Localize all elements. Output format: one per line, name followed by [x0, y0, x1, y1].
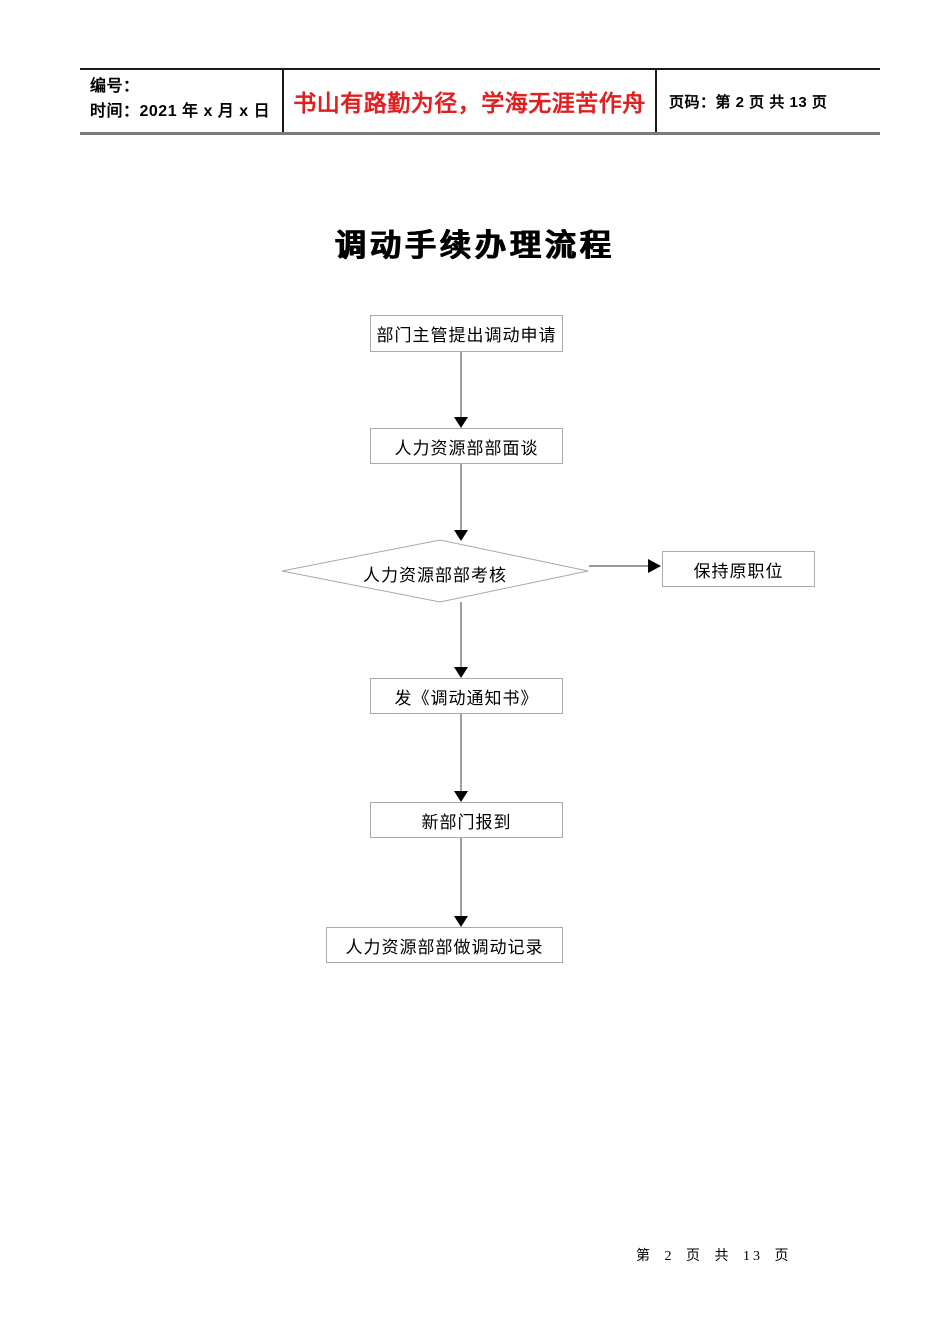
header-table: 编号： 时间：2021 年 x 月 x 日 书山有路勤为径，学海无涯苦作舟 页码… — [80, 68, 880, 135]
flow-node-notice: 发《调动通知书》 — [370, 678, 563, 714]
header-cell-meta: 编号： 时间：2021 年 x 月 x 日 — [80, 70, 282, 132]
flow-node-record: 人力资源部部做调动记录 — [326, 927, 563, 963]
arrow-down-2 — [454, 464, 468, 541]
flow-node-apply: 部门主管提出调动申请 — [370, 315, 563, 352]
header-cell-motto: 书山有路勤为径，学海无涯苦作舟 — [282, 70, 655, 132]
flow-node-report: 新部门报到 — [370, 802, 563, 838]
arrow-down-4 — [454, 714, 468, 802]
arrow-down-5 — [454, 838, 468, 927]
footer-page-info: 第 2 页 共 13 页 — [636, 1249, 792, 1264]
arrow-down-3 — [454, 602, 468, 678]
flow-node-interview: 人力资源部部面谈 — [370, 428, 563, 464]
arrow-down-1 — [454, 352, 468, 428]
doc-number-label: 编号： — [90, 78, 140, 95]
page-title: 调动手续办理流程 — [335, 228, 615, 264]
arrow-right-1 — [589, 559, 661, 573]
motto-text: 书山有路勤为径，学海无涯苦作舟 — [293, 90, 646, 116]
flow-node-review: 人力资源部部考核 — [363, 566, 507, 585]
header-cell-page: 页码：第 2 页 共 13 页 — [655, 70, 880, 132]
doc-time-label: 时间：2021 年 x 月 x 日 — [90, 102, 271, 120]
flow-node-keep-position: 保持原职位 — [662, 551, 815, 587]
page-number-label: 页码：第 2 页 共 13 页 — [669, 93, 828, 111]
